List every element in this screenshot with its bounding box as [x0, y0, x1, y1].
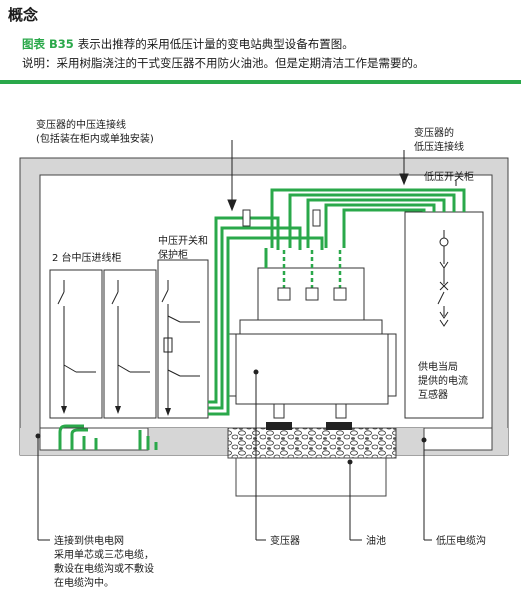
transformer-core	[235, 333, 389, 405]
transformer-bushings	[273, 403, 347, 419]
label-mv-line-2: (包括装在柜内或单独安装)	[36, 132, 154, 145]
section-rule	[0, 80, 521, 84]
cubicle-arrows	[61, 406, 171, 416]
cable-brackets	[242, 209, 321, 227]
label-grid-3: 敷设在电缆沟或不敷设	[54, 562, 154, 575]
label-mv-switch-2: 保护柜	[158, 248, 188, 261]
mv-cubicle-1	[49, 269, 103, 419]
transformer-terminals	[277, 287, 347, 301]
transformer-top	[239, 319, 383, 335]
label-grid-2: 采用单芯或三芯电缆，	[54, 548, 154, 561]
transformer-dashed-links	[282, 250, 342, 300]
leader-lines	[37, 140, 457, 541]
label-lv-conn-1: 变压器的	[414, 126, 454, 139]
mv-switch-symbols	[57, 280, 200, 412]
leader-dots	[35, 369, 427, 465]
lv-switch-symbols	[437, 230, 449, 327]
label-oil-pit: 油池	[366, 534, 386, 547]
label-transformer: 变压器	[270, 534, 300, 547]
label-mv-line-1: 变压器的中压连接线	[36, 118, 126, 131]
mv-cables	[208, 216, 324, 416]
label-lv-conn-2: 低压连接线	[414, 140, 464, 153]
label-mv-incoming: 2 台中压进线柜	[52, 251, 122, 264]
mv-cubicle-3	[157, 259, 209, 419]
label-grid-1: 连接到供电电网	[54, 534, 124, 547]
label-lv-trench: 低压电缆沟	[436, 534, 486, 547]
label-ct-3: 互感器	[418, 388, 448, 401]
mv-cable-trench	[39, 427, 149, 451]
label-mv-switch-1: 中压开关和	[158, 234, 208, 247]
oil-pit-stones	[227, 427, 397, 459]
caption-text: 表示出推荐的采用低压计量的变电站典型设备布置图。	[77, 37, 354, 51]
label-lv-switchgear: 低压开关柜	[424, 170, 474, 183]
lv-bus-frame	[258, 248, 362, 268]
figure-label: 图表 B35	[22, 37, 74, 51]
label-ct-1: 供电当局	[418, 360, 458, 373]
mv-cubicle-2	[103, 269, 157, 419]
figure-note: 说明：采用树脂浇注的干式变压器不用防火油池。但是定期清洁工作是需要的。	[22, 56, 425, 70]
transformer-wheels	[266, 422, 352, 430]
label-grid-4: 在电缆沟中。	[54, 576, 114, 589]
page-heading: 概念	[8, 6, 39, 24]
lv-cable-trench	[423, 427, 493, 451]
label-ct-2: 提供的电流	[418, 374, 468, 387]
grid-cables	[58, 424, 158, 450]
